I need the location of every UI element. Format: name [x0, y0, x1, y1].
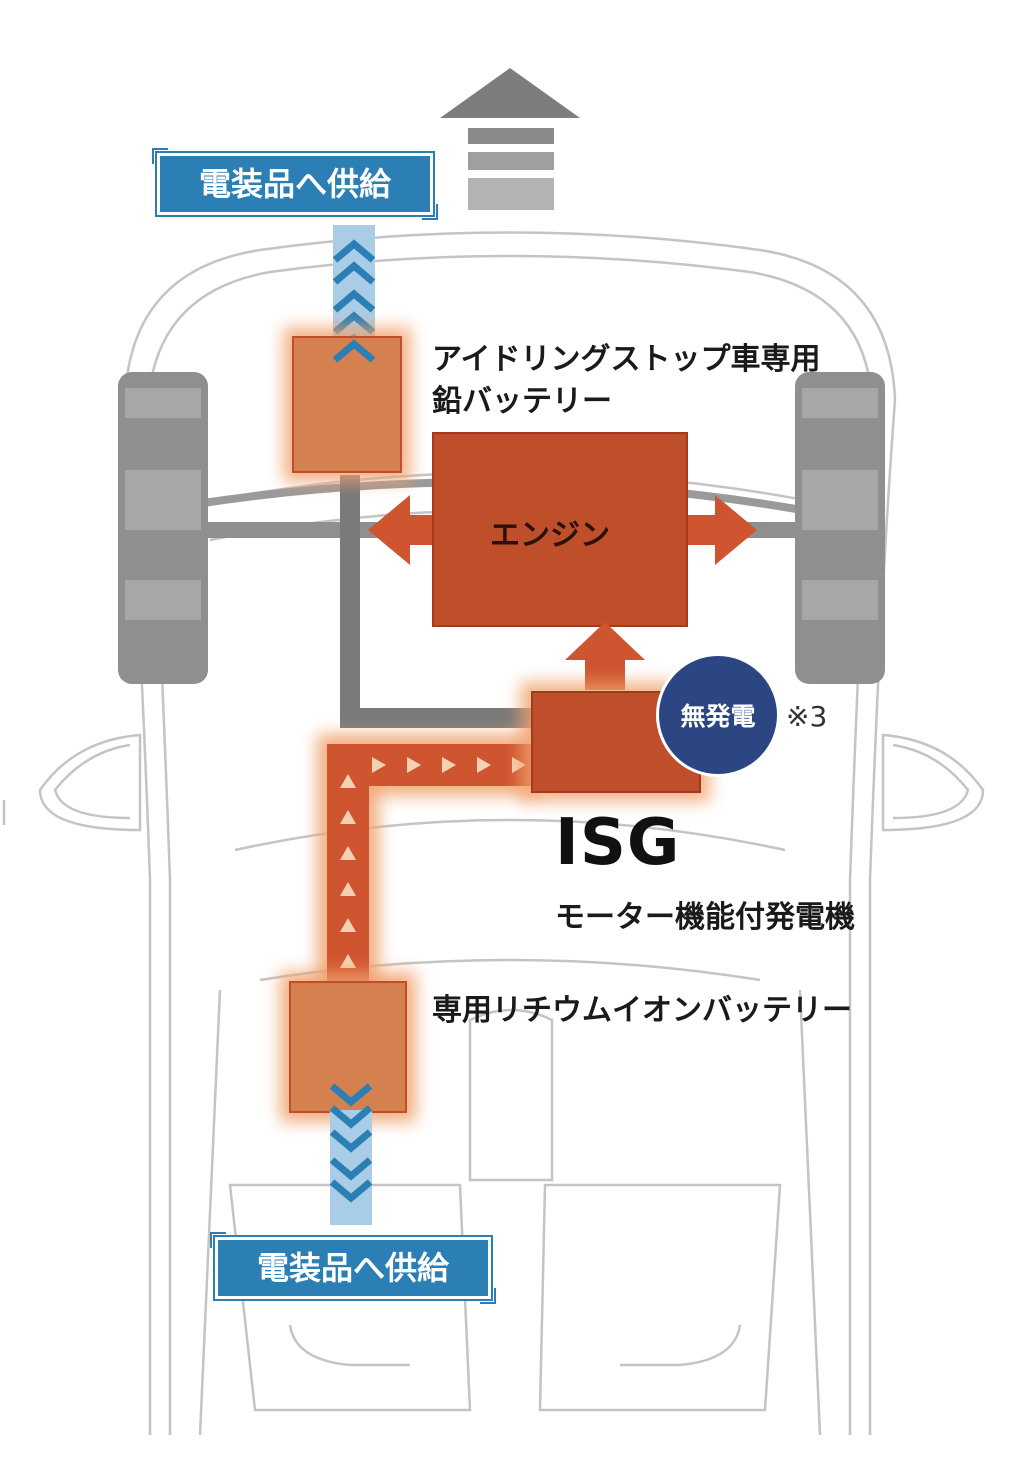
- forward-arrow-icon: [440, 68, 580, 210]
- lead-battery-block: [283, 327, 411, 482]
- engine-output-arrows: [368, 495, 757, 565]
- lithium-power-path: [327, 744, 535, 990]
- engine-block: [432, 432, 688, 627]
- lithium-power-path-glow: [317, 734, 535, 990]
- lead-battery-label-line2: 鉛バッテリー: [432, 384, 612, 419]
- right-front-tire: [795, 372, 885, 684]
- isg-title: ISG: [555, 806, 681, 880]
- lithium-flow-triangles: [340, 757, 526, 968]
- supply-arrow-bottom: [329, 1083, 373, 1225]
- footnote-mark: ※3: [786, 700, 828, 733]
- isg-subtitle: モーター機能付発電機: [555, 900, 855, 935]
- supply-label-bottom: 電装品へ供給: [210, 1232, 496, 1304]
- lead-battery-label-line1: アイドリングストップ車専用: [432, 342, 821, 377]
- no-generation-badge: 無発電: [656, 653, 780, 777]
- no-generation-badge-text: 無発電: [680, 702, 756, 731]
- lithium-battery-label: 専用リチウムイオンバッテリー: [432, 993, 852, 1028]
- lead-battery-wire: [340, 475, 540, 728]
- engine-label: エンジン: [490, 518, 610, 553]
- supply-label-top: 電装品へ供給: [152, 148, 438, 220]
- isg-to-engine-arrow: [565, 622, 645, 690]
- left-front-tire: [118, 372, 208, 684]
